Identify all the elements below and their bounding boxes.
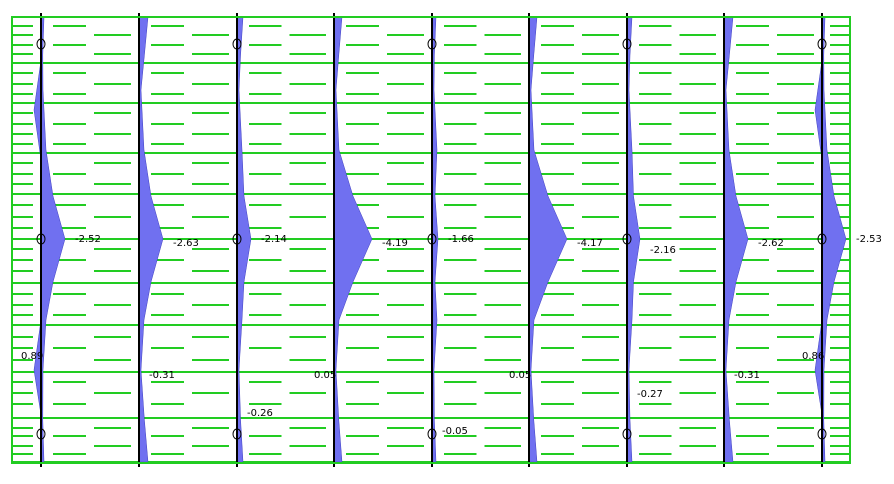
moment-fill [723, 16, 749, 463]
support-symbol [36, 38, 46, 50]
value-label: 0.05 [509, 370, 531, 381]
value-label: -2.53 [856, 234, 882, 245]
support-symbol [622, 428, 632, 440]
value-label: -0.26 [247, 408, 273, 419]
moment-fills [33, 16, 847, 463]
moment-fill [528, 16, 568, 463]
moment-fill-negative [814, 59, 823, 161]
moment-fill-negative [814, 319, 823, 416]
moment-fill [431, 16, 439, 463]
support-symbol [427, 233, 437, 245]
support-symbol [232, 38, 242, 50]
support-symbol [622, 233, 632, 245]
moment-fill [821, 16, 847, 463]
value-label: -0.05 [442, 426, 468, 437]
value-label: -2.16 [650, 245, 676, 256]
value-label: -0.31 [734, 370, 760, 381]
members [40, 13, 823, 467]
moment-fill [626, 16, 641, 463]
moment-fill [40, 16, 66, 463]
support-symbol [232, 428, 242, 440]
support-symbol [622, 38, 632, 50]
support-symbol [817, 38, 827, 50]
support-symbol [36, 428, 46, 440]
moment-fill-negative [33, 319, 42, 416]
value-label: -4.17 [577, 238, 603, 249]
value-label: 0.86 [802, 351, 824, 362]
moment-fill [236, 16, 252, 463]
support-symbol [36, 233, 46, 245]
value-label: -2.14 [261, 234, 287, 245]
value-label: -2.52 [75, 234, 101, 245]
moment-fill [138, 16, 164, 463]
value-labels: -2.52 -2.63 -2.14 -4.19 -1.66 -4.17 -2.16 -2.62… [21, 234, 882, 437]
value-label: -1.66 [448, 234, 474, 245]
support-symbol [817, 233, 827, 245]
value-label: -0.27 [637, 389, 663, 400]
moment-fill-negative [33, 59, 42, 161]
value-label: -4.19 [382, 238, 408, 249]
value-label: -2.62 [758, 238, 784, 249]
frame-border [11, 16, 851, 464]
value-label: 0.89 [21, 351, 43, 362]
support-symbol [817, 428, 827, 440]
supports [36, 38, 827, 440]
value-label: 0.05 [314, 370, 336, 381]
value-label: -0.31 [149, 370, 175, 381]
support-symbol [427, 428, 437, 440]
support-symbol [427, 38, 437, 50]
value-label: -2.63 [173, 238, 199, 249]
support-symbol [232, 233, 242, 245]
moment-fill [333, 16, 373, 463]
